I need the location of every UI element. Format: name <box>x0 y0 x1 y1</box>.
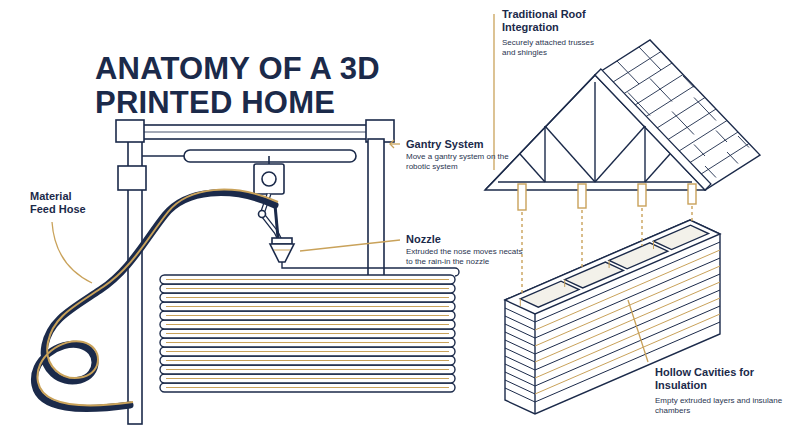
callout-heading: Gantry System <box>406 138 516 151</box>
callout-heading: Hollow Cavities for Insulation <box>655 366 780 392</box>
callout-heading: Material Feed Hose <box>30 190 96 216</box>
callout-description: Securely attached trusses and shingles <box>502 38 602 58</box>
leader-lines <box>52 14 648 362</box>
callout-description: Extruded the nose moves necats to the ra… <box>406 247 524 267</box>
roof <box>485 40 760 190</box>
callout-description: Empty extruded layers and insulane chamb… <box>655 396 785 416</box>
title: ANATOMY OF A 3D PRINTED HOME <box>95 52 387 120</box>
printed-wall <box>160 262 459 392</box>
callout-description: Move a gantry system on the robotic syst… <box>406 152 516 172</box>
roof-brackets <box>518 184 696 296</box>
callout-heading: Nozzle <box>406 233 516 246</box>
callout-heading: Traditional Roof Integration <box>502 8 627 34</box>
feed-hose <box>34 190 278 409</box>
